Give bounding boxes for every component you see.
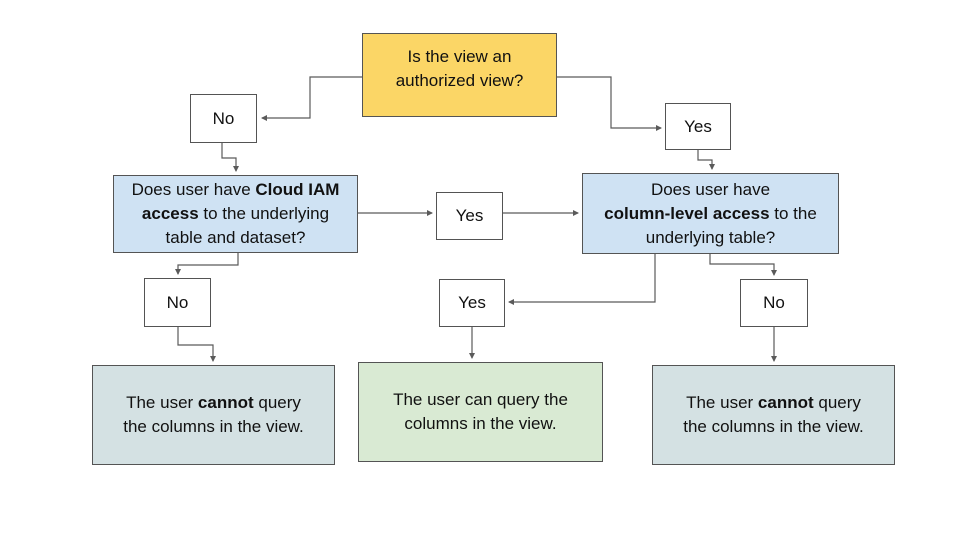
node-branch-no-column: No — [740, 279, 808, 327]
node-text-line: columns in the view. — [404, 414, 557, 433]
edge-root-to-yes — [557, 76, 662, 131]
branch-label: Yes — [455, 206, 484, 225]
edge-root-to-no — [261, 76, 362, 121]
edge-yes-to-column-question — [697, 150, 715, 170]
node-text-line: the columns in the view. — [683, 417, 864, 436]
node-text-line: The user cannot query — [686, 393, 861, 412]
node-question-column-level-access: Does user have column-level access to th… — [582, 173, 839, 254]
branch-label: Yes — [458, 293, 486, 312]
branch-label: Yes — [684, 116, 712, 136]
node-text-line: table and dataset? — [165, 228, 306, 247]
node-text-line: the columns in the view. — [123, 417, 304, 436]
node-text-line: Does user have Cloud IAM — [131, 180, 340, 199]
node-text-line: Is the view an — [407, 46, 512, 66]
edge-no-to-iam-question — [221, 143, 239, 172]
node-text-line: underlying table? — [645, 227, 776, 247]
node-text-line: column-level access to the — [604, 203, 817, 223]
node-result-cannot-query-right: The user cannot query the columns in the… — [652, 365, 895, 465]
node-text-line: authorized view? — [395, 70, 524, 90]
node-result-cannot-query-left: The user cannot query the columns in the… — [92, 365, 335, 465]
node-branch-yes-authorized: Yes — [665, 103, 731, 150]
node-text-line: Does user have — [650, 179, 771, 199]
edge-iam-question-to-no — [175, 253, 239, 275]
node-branch-yes-column: Yes — [439, 279, 505, 327]
branch-label: No — [166, 292, 189, 312]
node-text-line: The user cannot query — [126, 393, 301, 412]
node-text-line: The user can query the — [393, 390, 568, 409]
node-text-line: access to the underlying — [141, 204, 330, 223]
edge-no-to-result-left — [177, 327, 216, 362]
edge-column-question-to-no — [709, 254, 777, 276]
branch-label: No — [763, 293, 785, 312]
node-result-can-query: The user can query the columns in the vi… — [358, 362, 603, 462]
node-question-cloud-iam-access: Does user have Cloud IAM access to the u… — [113, 175, 358, 253]
node-question-authorized-view: Is the view an authorized view? — [362, 33, 557, 117]
edge-column-question-to-yes — [508, 254, 656, 305]
node-branch-yes-iam: Yes — [436, 192, 503, 240]
branch-label: No — [212, 108, 235, 128]
node-branch-no-authorized: No — [190, 94, 257, 143]
node-branch-no-iam: No — [144, 278, 211, 327]
